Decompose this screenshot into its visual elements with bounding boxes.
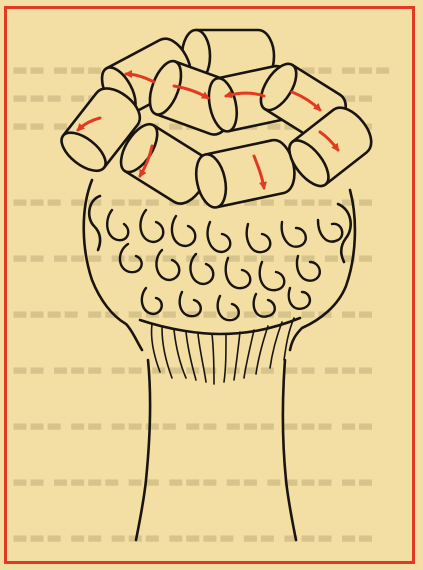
nape-hairline	[140, 318, 300, 334]
roller-mid-right	[192, 137, 299, 210]
ear-left	[89, 196, 100, 250]
rollers	[55, 30, 379, 210]
head-right-outline	[290, 190, 355, 350]
pin-curls	[107, 210, 342, 320]
neck-right-line	[283, 360, 296, 540]
neck-left-line	[136, 360, 150, 540]
head-left-outline	[84, 180, 142, 350]
ear-right	[338, 204, 351, 262]
